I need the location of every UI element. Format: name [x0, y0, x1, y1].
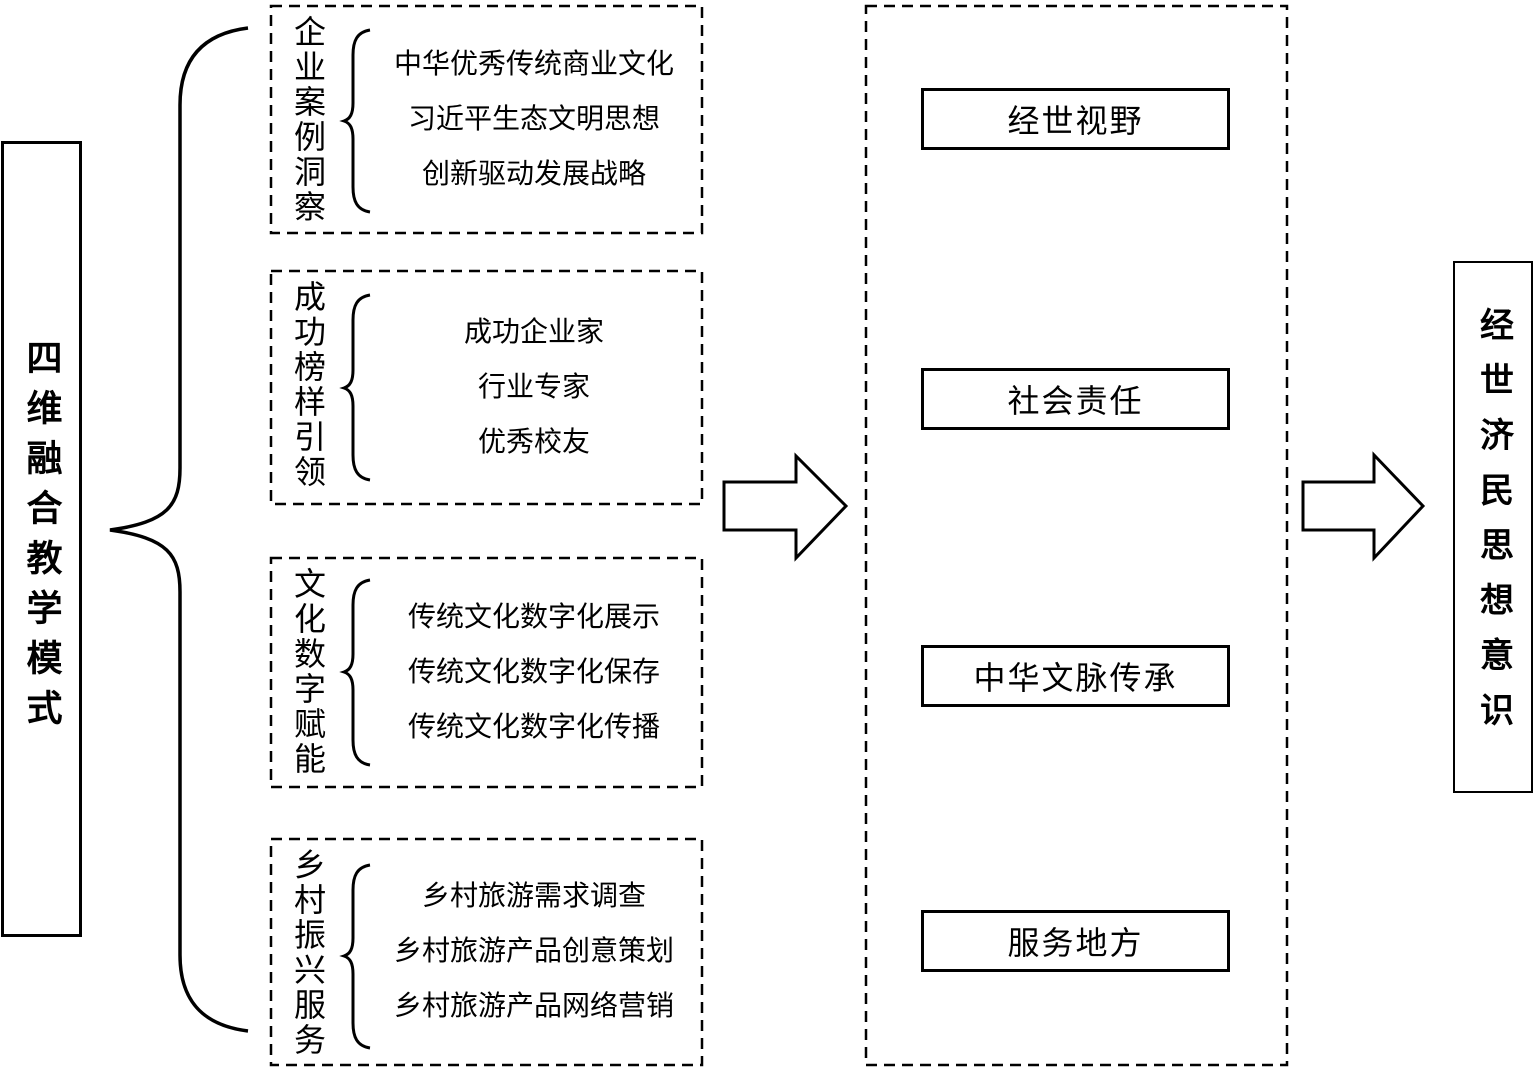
module-box-rural-revitalization-service: 乡村振兴服务 乡村旅游需求调查 乡村旅游产品创意策划 乡村旅游产品网络营销 [271, 839, 702, 1065]
outcome-box: 服务地方 [921, 910, 1230, 972]
module-box-culture-digital-empowerment: 文化数字赋能 传统文化数字化展示 传统文化数字化保存 传统文化数字化传播 [271, 558, 702, 787]
module-label: 成功榜样引领 [290, 280, 326, 490]
outcomes-frame [864, 4, 1289, 1067]
module-label: 文化数字赋能 [290, 567, 326, 777]
module-frame [269, 4, 704, 235]
module-item: 传统文化数字化展示 [407, 601, 660, 633]
right-panel-title: 经世济民思想意识 [1474, 307, 1512, 747]
module-frame [269, 556, 704, 789]
module-item: 中华优秀传统商业文化 [393, 48, 674, 80]
module-item: 创新驱动发展战略 [421, 158, 646, 190]
module-brace [339, 28, 371, 214]
module-items: 传统文化数字化展示 传统文化数字化保存 传统文化数字化传播 [371, 558, 697, 787]
module-item: 习近平生态文明思想 [407, 103, 660, 135]
module-box-role-model-guidance: 成功榜样引领 成功企业家 行业专家 优秀校友 [271, 271, 702, 504]
main-brace [109, 26, 249, 1033]
module-brace [339, 863, 371, 1050]
module-label: 乡村振兴服务 [290, 848, 326, 1058]
module-items: 中华优秀传统商业文化 习近平生态文明思想 创新驱动发展战略 [371, 6, 697, 233]
left-panel: 四维融合教学模式 [1, 141, 82, 937]
flow-arrow [722, 452, 849, 562]
module-box-enterprise-case-insight: 企业案例洞察 中华优秀传统商业文化 习近平生态文明思想 创新驱动发展战略 [271, 6, 702, 233]
outcome-box: 经世视野 [921, 88, 1230, 150]
module-item: 乡村旅游需求调查 [421, 881, 646, 912]
outcome-box: 社会责任 [921, 368, 1230, 430]
module-items: 乡村旅游需求调查 乡村旅游产品创意策划 乡村旅游产品网络营销 [371, 839, 697, 1065]
outcome-box: 中华文脉传承 [921, 645, 1230, 707]
right-panel: 经世济民思想意识 [1453, 261, 1533, 793]
module-frame [269, 837, 704, 1067]
module-item: 行业专家 [477, 371, 590, 403]
module-item: 乡村旅游产品创意策划 [393, 936, 674, 967]
module-brace [339, 293, 371, 482]
module-items: 成功企业家 行业专家 优秀校友 [371, 271, 697, 504]
module-label: 企业案例洞察 [290, 15, 326, 225]
module-item: 传统文化数字化保存 [407, 656, 660, 688]
flow-arrow [1301, 451, 1426, 562]
module-item: 优秀校友 [477, 426, 590, 458]
module-brace [339, 578, 371, 767]
module-item: 成功企业家 [463, 316, 604, 348]
module-item: 乡村旅游产品网络营销 [393, 991, 674, 1022]
module-frame [269, 269, 704, 506]
module-item: 传统文化数字化传播 [407, 711, 660, 743]
left-panel-title: 四维融合教学模式 [21, 339, 62, 739]
